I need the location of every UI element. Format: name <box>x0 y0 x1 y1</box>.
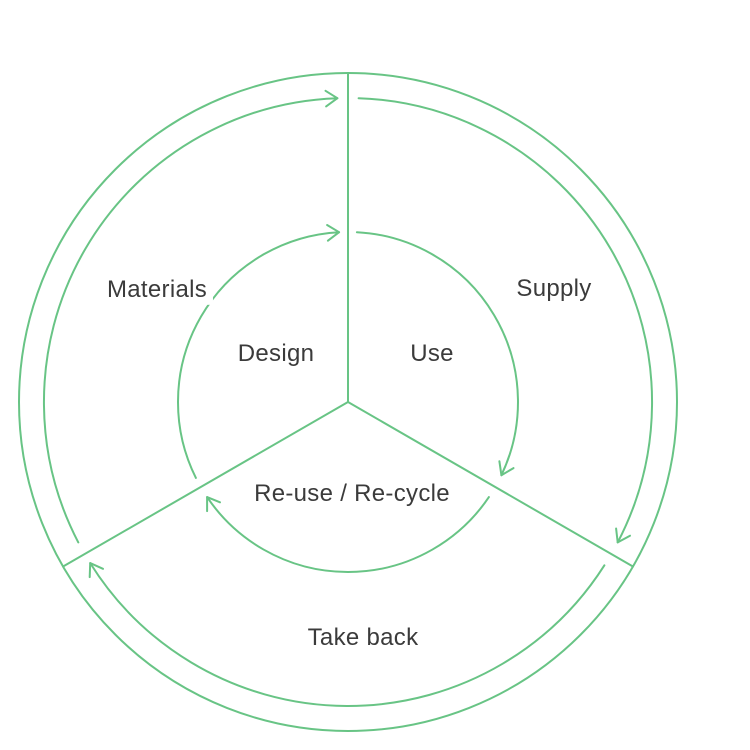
re-use-re-cycle-arc <box>206 496 490 573</box>
re-use-re-cycle-arrowhead-icon <box>206 496 221 513</box>
label-re-use-re-cycle: Re-use / Re-cycle <box>248 478 456 510</box>
label-materials: Materials <box>100 274 214 306</box>
supply-arc <box>357 97 654 544</box>
take-back-arc <box>89 562 606 707</box>
take-back-arrowhead-icon <box>88 562 104 579</box>
design-arc <box>177 231 341 479</box>
label-take-back: Take back <box>301 622 425 654</box>
supply-arrowhead-icon <box>615 527 631 544</box>
design-arrowhead-icon <box>326 224 341 242</box>
use-arrowhead-icon <box>498 460 515 477</box>
use-arc <box>355 231 519 477</box>
label-supply: Supply <box>510 273 598 305</box>
label-use: Use <box>404 338 460 370</box>
materials-arc <box>42 97 339 544</box>
divider-line-2 <box>62 401 349 568</box>
label-design: Design <box>231 338 321 370</box>
divider-line-1 <box>347 401 634 568</box>
materials-arrowhead-icon <box>324 89 339 108</box>
